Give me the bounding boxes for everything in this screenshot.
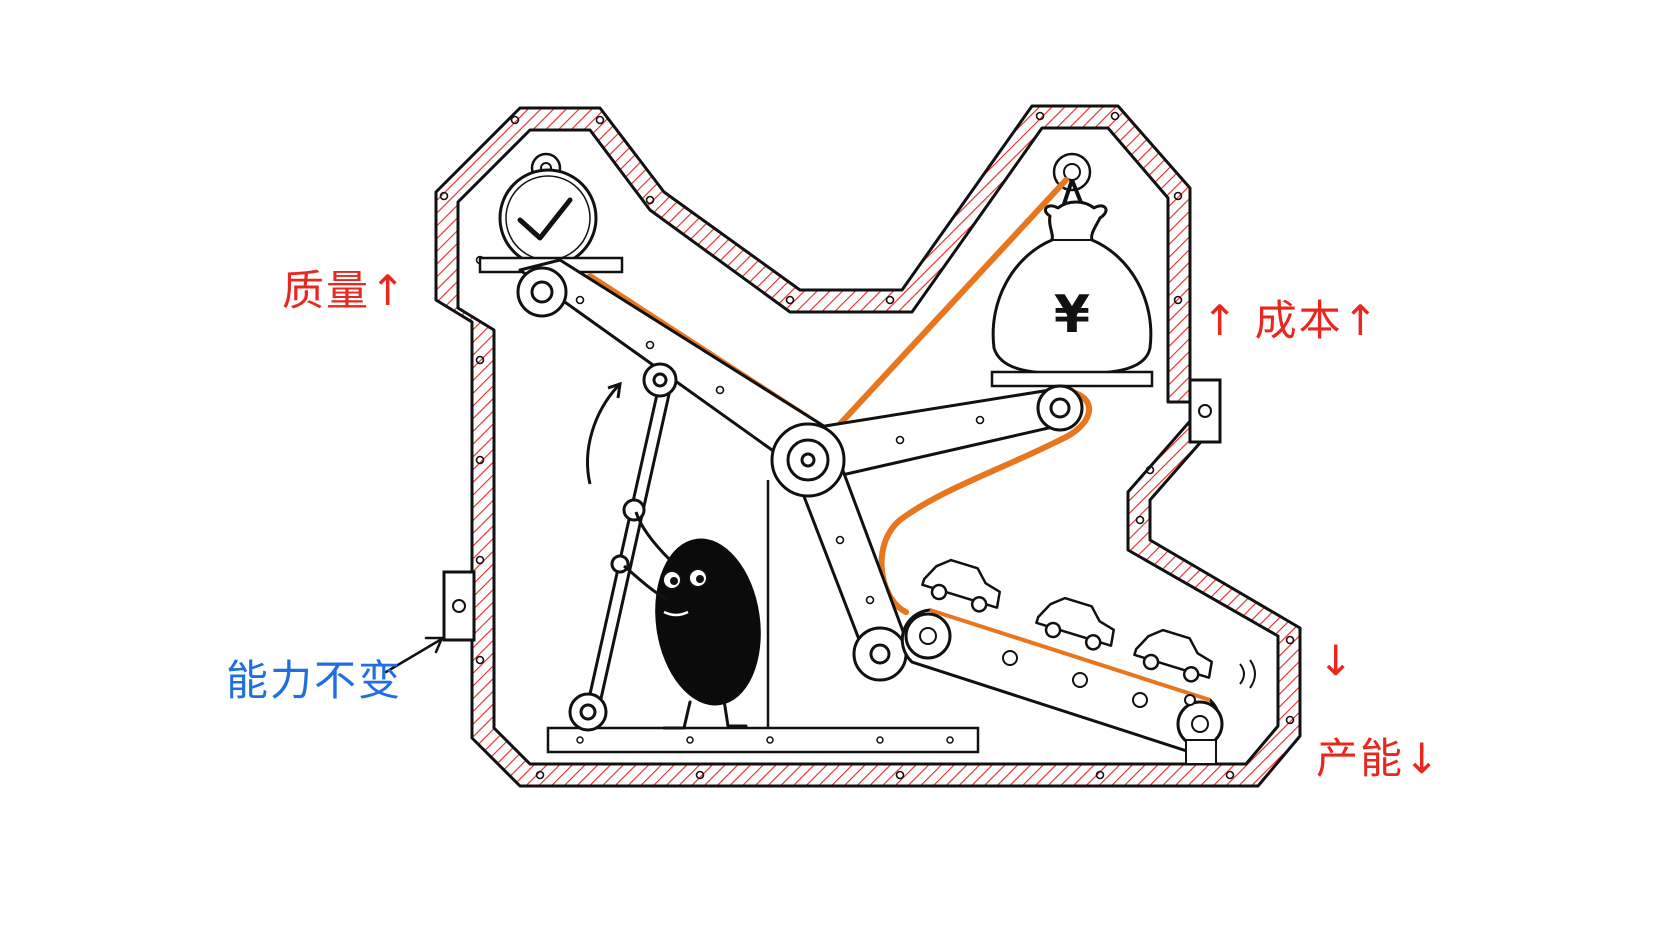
capacity-text: 产能 (1316, 734, 1405, 783)
svg-text:¥: ¥ (1054, 285, 1090, 345)
check-icon (517, 197, 573, 241)
capacity-down-arrow: ↓ (1318, 640, 1355, 682)
capacity-down-arrow-inline: ↓ (1404, 734, 1442, 783)
ability-label: 能力不变 (226, 660, 402, 702)
cost-up-arrow-left: ↑ (1202, 296, 1240, 345)
cost-text: 成本 (1254, 296, 1343, 345)
arrow-icon (586, 384, 620, 485)
capacity-label: 产能↓ (1316, 738, 1441, 780)
cost-up-arrow-right: ↑ (1342, 296, 1380, 345)
money-bag-icon: ¥ (990, 152, 1154, 388)
conveyor-belt (900, 608, 1256, 765)
floor-plate (546, 480, 980, 754)
cost-label: ↑ 成本↑ (1202, 300, 1380, 342)
ability-pointer-arrow (384, 636, 444, 674)
car-icon (921, 558, 1214, 683)
ability-text: 能力不变 (226, 656, 403, 705)
quality-up-arrow: ↑ (370, 266, 408, 315)
quality-text: 质量 (282, 266, 371, 315)
worker-character (623, 511, 761, 730)
capacity-arrow-top: ↓ (1318, 636, 1356, 685)
lever-arms (518, 258, 1068, 714)
gear-pulley-icon (516, 266, 1084, 732)
quality-label: 质量↑ (282, 270, 407, 312)
